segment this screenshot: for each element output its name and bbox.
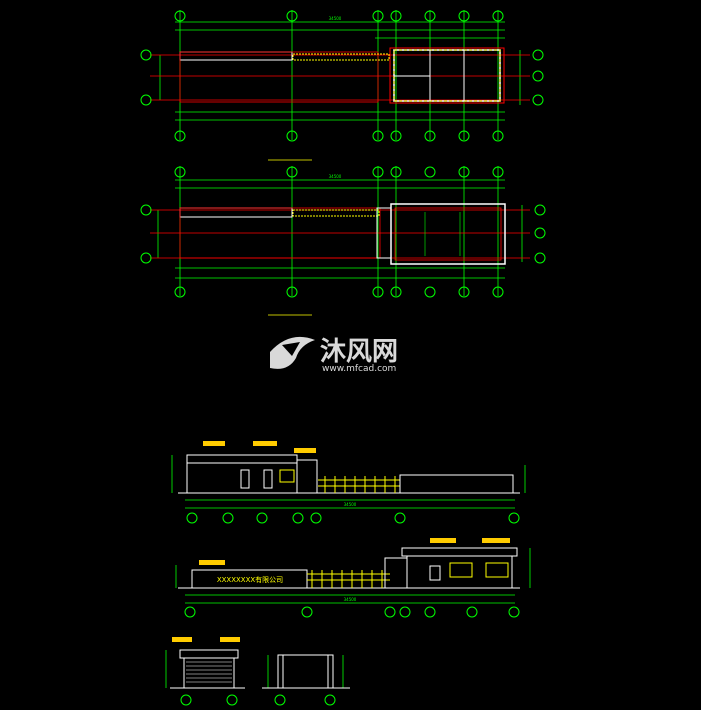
elev1-window-2 (263, 469, 273, 489)
elevation-2: XXXXXXXX有限公司 34500 (175, 538, 531, 618)
elev1-window-1 (240, 469, 250, 489)
elev2-label-box-1 (199, 560, 225, 565)
floor-plan-2: 34500 (140, 166, 546, 316)
elev1-window-3 (279, 469, 295, 483)
elevation-1: 34500 (171, 441, 526, 524)
watermark-brand: 沐风网 (320, 337, 398, 367)
elev2-wall (191, 569, 308, 589)
section1-body (183, 657, 235, 689)
elev1-label-box-3 (294, 448, 316, 453)
elev2-label-box-3 (482, 538, 510, 543)
plan1-axis-bottom (174, 130, 504, 142)
elev1-wall (399, 474, 514, 494)
plan2-axis-side (140, 204, 546, 264)
plan2-axis-bottom (174, 286, 504, 298)
elev1-parapet (186, 454, 298, 464)
elev2-label-box-2 (430, 538, 456, 543)
elev1-label-box-1 (203, 441, 225, 446)
elev2-window-2 (449, 562, 473, 578)
elev2-window-1 (429, 565, 441, 581)
elev1-total-dimension: 34500 (344, 502, 357, 507)
mfcad-logo-icon (270, 336, 315, 369)
plan2-fence (292, 209, 380, 217)
plan2-total-dimension: 34500 (329, 174, 342, 179)
plan1-dimension-lines (159, 10, 521, 140)
plan1-canopy-outline (179, 51, 293, 61)
elev1-label-box-2 (253, 441, 277, 446)
plan1-axis-side (140, 49, 544, 106)
plan2-canopy-outline (179, 207, 293, 218)
elev2-total-dimension: 34500 (344, 597, 357, 602)
plan1-axis-lines (150, 54, 530, 101)
plan1-building-axis (389, 47, 505, 104)
section-views (165, 637, 350, 706)
elev1-axis-bottom (186, 512, 520, 524)
plan1-yard-outline (179, 51, 379, 103)
section1-roof (179, 649, 239, 659)
section1-label-box-2 (220, 637, 240, 642)
section2-axis (274, 694, 336, 706)
floor-plan-1: 34500 (140, 10, 544, 161)
elev2-gate-pier (384, 557, 408, 589)
elev2-window-3 (485, 562, 509, 578)
elev2-fence (307, 570, 390, 588)
elev2-building-body (406, 555, 513, 589)
plan1-fence (292, 53, 390, 61)
elev1-fence (318, 476, 400, 493)
watermark: 沐风网 www.mfcad.com (270, 336, 398, 374)
section1-axis (180, 694, 238, 706)
plan2-dimension-lines (157, 166, 523, 296)
watermark-url: www.mfcad.com (322, 364, 396, 374)
elev1-dimension-lines (171, 455, 526, 509)
elev2-roof-eave (401, 547, 518, 557)
plan1-building-inner (393, 49, 501, 102)
section1-label-box (172, 637, 192, 642)
section1-shutter (186, 661, 232, 683)
elev2-axis-bottom (184, 606, 520, 618)
elev2-dimension-lines (175, 548, 531, 604)
plan2-roof-inner (394, 207, 502, 261)
section2-body (277, 654, 334, 689)
elev1-gate-pier (296, 459, 318, 494)
plan2-roof-outline (390, 203, 506, 265)
plan1-total-dimension: 34500 (329, 16, 342, 21)
plan2-roof-slopes (424, 212, 461, 256)
plan2-yard-outline (179, 207, 381, 259)
elev2-company-sign: XXXXXXXX有限公司 (217, 575, 283, 584)
